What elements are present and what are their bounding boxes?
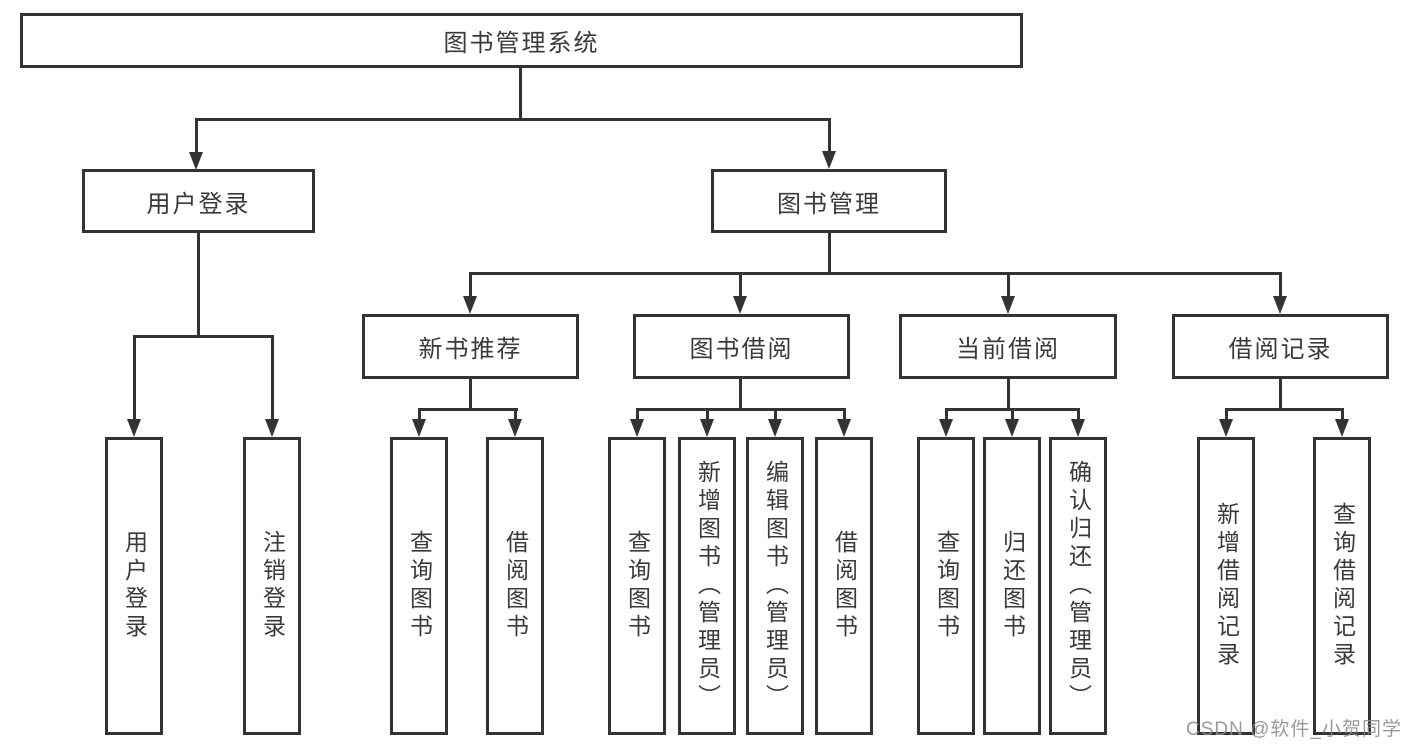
- csdn-watermark: CSDN @软件_小贺同学: [1186, 719, 1402, 740]
- connector-line: [469, 272, 1282, 275]
- node-user-login: 用户登录: [82, 169, 315, 233]
- node-book-borrow: 图书借阅: [633, 314, 850, 379]
- arrowhead-icon: [265, 419, 279, 437]
- arrowhead-icon: [189, 152, 203, 170]
- leaf-query-book-2: 查询图书: [608, 437, 666, 735]
- connector-line: [514, 408, 517, 422]
- connector-line: [1341, 408, 1344, 422]
- connector-line: [739, 272, 742, 298]
- node-library-system: 图书管理系统: [20, 13, 1023, 68]
- leaf-edit-book-admin: 编辑图书（管理员）: [746, 437, 804, 735]
- connector-line: [519, 68, 522, 121]
- connector-line: [1011, 408, 1014, 422]
- leaf-borrow-book-1: 借阅图书: [486, 437, 544, 735]
- arrowhead-icon: [1001, 296, 1015, 314]
- arrowhead-icon: [1219, 419, 1233, 437]
- leaf-query-book-3: 查询图书: [917, 437, 975, 735]
- connector-line: [1225, 408, 1344, 411]
- arrowhead-icon: [412, 419, 426, 437]
- connector-line: [195, 118, 830, 121]
- arrowhead-icon: [733, 296, 747, 314]
- leaf-return-book: 归还图书: [983, 437, 1041, 735]
- arrowhead-icon: [127, 419, 141, 437]
- connector-line: [469, 272, 472, 298]
- arrowhead-icon: [1273, 296, 1287, 314]
- connector-line: [828, 118, 831, 154]
- connector-line: [133, 335, 274, 338]
- arrowhead-icon: [700, 419, 714, 437]
- arrowhead-icon: [1071, 419, 1085, 437]
- connector-line: [133, 335, 136, 421]
- connector-line: [195, 118, 198, 154]
- connector-line: [418, 408, 421, 422]
- connector-line: [706, 408, 709, 422]
- connector-line: [1077, 408, 1080, 422]
- connector-line: [1007, 272, 1010, 298]
- connector-line: [636, 408, 846, 411]
- arrowhead-icon: [1005, 419, 1019, 437]
- connector-line: [945, 408, 948, 422]
- node-current-borrow: 当前借阅: [899, 314, 1117, 379]
- leaf-confirm-return-admin: 确认归还（管理员）: [1049, 437, 1107, 735]
- connector-line: [469, 379, 472, 410]
- arrowhead-icon: [837, 419, 851, 437]
- connector-line: [774, 408, 777, 422]
- arrowhead-icon: [768, 419, 782, 437]
- arrowhead-icon: [1335, 419, 1349, 437]
- arrowhead-icon: [463, 296, 477, 314]
- connector-line: [197, 233, 200, 337]
- node-book-management: 图书管理: [711, 169, 947, 233]
- leaf-add-borrow-record: 新增借阅记录: [1197, 437, 1255, 735]
- arrowhead-icon: [630, 419, 644, 437]
- node-borrow-records: 借阅记录: [1172, 314, 1389, 379]
- connector-line: [271, 335, 274, 421]
- arrowhead-icon: [939, 419, 953, 437]
- leaf-query-book-1: 查询图书: [390, 437, 448, 735]
- connector-line: [418, 408, 518, 411]
- connector-line: [1007, 379, 1010, 410]
- connector-line: [828, 233, 831, 274]
- connector-line: [1225, 408, 1228, 422]
- arrowhead-icon: [508, 419, 522, 437]
- connector-line: [843, 408, 846, 422]
- arrowhead-icon: [822, 151, 836, 169]
- connector-line: [1279, 272, 1282, 298]
- leaf-add-book-admin: 新增图书（管理员）: [678, 437, 736, 735]
- connector-line: [636, 408, 639, 422]
- leaf-user-login: 用户登录: [105, 437, 163, 735]
- connector-line: [739, 379, 742, 410]
- connector-line: [1279, 379, 1282, 410]
- leaf-query-borrow-record: 查询借阅记录: [1313, 437, 1371, 735]
- leaf-logout: 注销登录: [243, 437, 301, 735]
- leaf-borrow-book-2: 借阅图书: [815, 437, 873, 735]
- node-new-book-recommend: 新书推荐: [362, 314, 579, 379]
